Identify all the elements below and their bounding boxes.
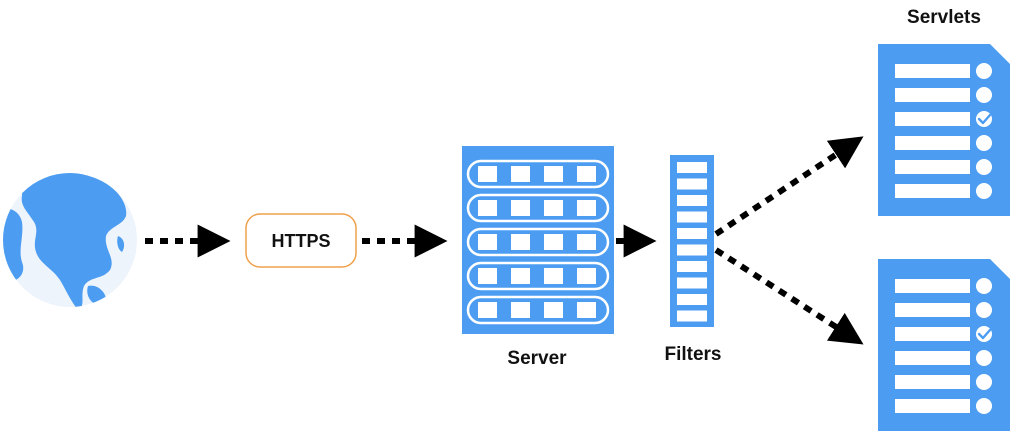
server-slot [577, 268, 596, 284]
servlet-bullet [976, 183, 992, 199]
filter-slot [677, 178, 707, 190]
server-slot [478, 200, 497, 216]
server-slot [478, 302, 497, 318]
servlet-bullet [976, 350, 992, 366]
server-slot [544, 268, 563, 284]
servlet-bullet [976, 326, 992, 342]
server-slot [478, 166, 497, 182]
servlet-bullet [976, 302, 992, 318]
server-slot [478, 268, 497, 284]
https-label: HTTPS [271, 231, 330, 251]
server-rack-row [466, 227, 610, 257]
servlet-line [895, 112, 970, 126]
filter-slot [677, 277, 707, 289]
server-slot [577, 234, 596, 250]
servlet-line [895, 351, 970, 365]
servlet-line [895, 375, 970, 389]
server-slot [511, 166, 530, 182]
servlet-line [895, 327, 970, 341]
servlet-document-top [878, 44, 1010, 216]
servlet-bullet [976, 63, 992, 79]
filter-stack-icon [670, 155, 714, 327]
servlet-bullet [976, 135, 992, 151]
server-slot [544, 302, 563, 318]
checkmark-icon [977, 328, 992, 340]
server-slot [511, 200, 530, 216]
servlet-line [895, 399, 970, 413]
servlet-line [895, 136, 970, 150]
server-rack-row [466, 159, 610, 189]
filter-slot [677, 261, 707, 272]
servlet-bullet [976, 374, 992, 390]
server-slot [544, 234, 563, 250]
servlet-line [895, 279, 970, 293]
filters-label: Filters [664, 344, 721, 365]
servlet-bullet [976, 159, 992, 175]
server-label: Server [507, 348, 567, 369]
server-slot [577, 166, 596, 182]
server-rack-row [466, 295, 610, 325]
servlet-line [895, 160, 970, 174]
server-slot [511, 234, 530, 250]
filter-slot [677, 294, 707, 305]
filter-slot [677, 211, 707, 223]
arrow-filters-to-servlet-top [714, 136, 864, 237]
servlets-label: Servlets [907, 7, 981, 28]
checkmark-icon [977, 113, 992, 125]
https-box: HTTPS [245, 213, 357, 268]
servlet-line [895, 64, 970, 78]
filter-slot [677, 228, 707, 239]
server-slot [478, 234, 497, 250]
servlet-line [895, 184, 970, 198]
server-rack-icon [462, 146, 614, 334]
server-slot [544, 200, 563, 216]
server-slot [544, 166, 563, 182]
servlet-line [895, 303, 970, 317]
servlet-bullet [976, 398, 992, 414]
servlet-document-bottom [878, 259, 1010, 431]
server-rack-row [466, 261, 610, 291]
server-rack-row [466, 193, 610, 223]
globe-icon [3, 173, 137, 307]
servlet-bullet [976, 87, 992, 103]
server-slot [577, 302, 596, 318]
servlet-line [895, 88, 970, 102]
server-slot [577, 200, 596, 216]
filter-slot [677, 195, 707, 206]
arrow-filters-to-servlet-bottom [714, 247, 864, 345]
server-slot [511, 302, 530, 318]
filter-slot [677, 244, 707, 256]
server-slot [511, 268, 530, 284]
filter-slot [677, 310, 707, 322]
servlet-bullet [976, 111, 992, 127]
servlet-bullet [976, 278, 992, 294]
filter-slot [677, 162, 707, 173]
